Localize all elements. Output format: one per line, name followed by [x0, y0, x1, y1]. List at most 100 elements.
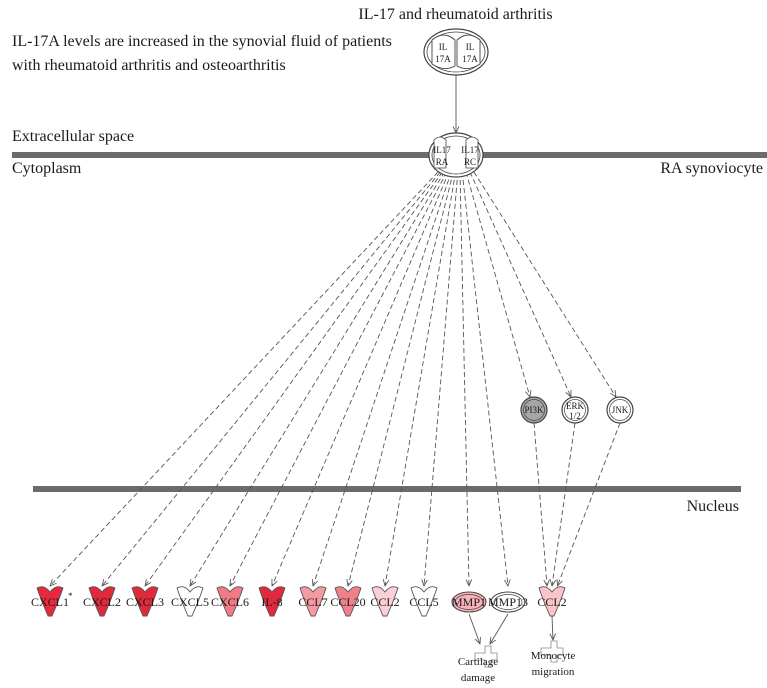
edge-receptor-kinase [473, 171, 616, 397]
receptor-il17ra-rc-node[interactable]: IL17 RA IL17 RC [428, 132, 484, 178]
kinase-shape-inner [523, 399, 545, 421]
kinase-label-2: 1/2 [569, 411, 581, 421]
gene-node-cxcl6[interactable]: CXCL6 [211, 586, 249, 617]
gene-shape [176, 586, 204, 617]
gene-label: CCL7 [298, 595, 327, 609]
gene-shape-inner [493, 594, 523, 610]
gene-shape [88, 586, 116, 617]
gene-label: CXCL3 [126, 595, 164, 609]
edge-receptor-gene [50, 171, 439, 586]
gene-node-cxcl1[interactable]: CXCL1* [31, 586, 73, 617]
gene-shape-inner [454, 594, 484, 610]
kinase-label: JNK [612, 405, 629, 415]
gene-node-ccl7[interactable]: CCL7 [298, 586, 328, 617]
gene-label: CCL5 [409, 595, 438, 609]
kinase-node-jnk[interactable]: JNK [606, 396, 634, 424]
ligand-il17a-node[interactable]: IL 17A IL 17A [423, 28, 489, 76]
gene-node-ccl2[interactable]: CCL2 [370, 586, 400, 617]
ligand-label-3: IL [466, 42, 475, 52]
kinase-shape-inner [564, 399, 586, 421]
gene-label: MMP13 [488, 595, 528, 609]
gene-shape [258, 586, 286, 617]
kinase-shape [520, 396, 548, 424]
nucleus-label: Nucleus [686, 498, 739, 515]
gene-label: CCL2 [370, 595, 399, 609]
gene-shape [538, 586, 566, 617]
nuclear-membrane [33, 486, 741, 492]
gene-label: CXCL1 [31, 595, 69, 609]
gene-shape [334, 586, 362, 617]
extracellular-label: Extracellular space [12, 128, 135, 145]
edge-kinase-ccl2 [552, 422, 576, 586]
gene-label: CXCL5 [171, 595, 209, 609]
edge-kinase-ccl2 [557, 422, 621, 586]
kinase-node-pi3k[interactable]: PI3K [520, 396, 548, 424]
kinase-shape-inner [609, 399, 631, 421]
edge-receptor-gene [272, 171, 450, 586]
ligand-label-1: IL [439, 42, 448, 52]
gene-shape [299, 586, 327, 617]
ligand-label-4: 17A [462, 54, 478, 64]
receptor-label-3: IL17 [461, 145, 479, 155]
function-label-1a: Cartilage [458, 656, 498, 668]
edge-receptor-kinase [465, 171, 530, 397]
gene-shape [216, 586, 244, 617]
cell-type-label: RA synoviocyte [660, 160, 763, 177]
gene-shape [36, 586, 64, 617]
gene-node-il-8[interactable]: IL-8 [258, 586, 286, 617]
kinase-shape [606, 396, 634, 424]
function-label-1b: damage [461, 672, 495, 684]
function-label-2b: migration [532, 666, 575, 678]
edge-receptor-gene [461, 171, 508, 586]
gene-node-ccl2[interactable]: CCL2 [537, 586, 567, 617]
function-cartilage-damage[interactable]: Cartilage damage [458, 645, 498, 684]
gene-label: CXCL2 [83, 595, 121, 609]
gene-node-cxcl3[interactable]: CXCL3 [126, 586, 164, 617]
edge-receptor-gene [313, 171, 452, 586]
gene-shape [490, 591, 526, 613]
gene-shape [451, 591, 487, 613]
edge-receptor-gene [348, 171, 454, 586]
gene-label: IL-8 [261, 595, 282, 609]
plasma-membrane [12, 152, 767, 158]
cytoplasm-label: Cytoplasm [12, 160, 82, 177]
ligand-label-2: 17A [435, 54, 451, 64]
gene-label: CCL2 [537, 595, 566, 609]
gene-node-mmp1[interactable]: MMP1 [451, 591, 487, 613]
edge-receptor-gene [385, 171, 457, 586]
edge-receptor-gene [102, 171, 441, 586]
kinase-shape [561, 396, 589, 424]
gene-marker: * [68, 591, 73, 601]
edge-ccl2-migration [552, 615, 553, 640]
edge-receptor-gene [145, 171, 443, 586]
edge-receptor-gene [424, 171, 459, 586]
receptor-label-2: RA [436, 157, 449, 167]
gene-node-mmp13[interactable]: MMP13 [488, 591, 528, 613]
gene-shape [410, 586, 438, 617]
edge-mmp13-cartilage [490, 613, 509, 644]
kinase-label: ERK [566, 401, 585, 411]
gene-node-ccl5[interactable]: CCL5 [409, 586, 439, 617]
gene-node-cxcl2[interactable]: CXCL2 [83, 586, 121, 617]
function-monocyte-migration[interactable]: Monocyte migration [531, 640, 576, 678]
gene-shape [371, 586, 399, 617]
edge-receptor-gene [459, 171, 469, 586]
edge-kinase-ccl2 [533, 422, 547, 586]
edge-receptor-gene [230, 171, 448, 586]
kinase-label: PI3K [524, 405, 544, 415]
finding-description: IL-17A levels are increased in the synov… [12, 33, 392, 74]
function-label-2a: Monocyte [531, 650, 576, 662]
diagram-title: IL-17 and rheumatoid arthritis [358, 6, 553, 23]
receptor-label-1: IL17 [433, 145, 451, 155]
gene-label: CCL20 [330, 595, 365, 609]
gene-label: CXCL6 [211, 595, 249, 609]
gene-node-ccl20[interactable]: CCL20 [330, 586, 366, 617]
receptor-label-4: RC [464, 157, 476, 167]
gene-shape [131, 586, 159, 617]
gene-node-cxcl5[interactable]: CXCL5 [171, 586, 209, 617]
edges [50, 75, 621, 644]
